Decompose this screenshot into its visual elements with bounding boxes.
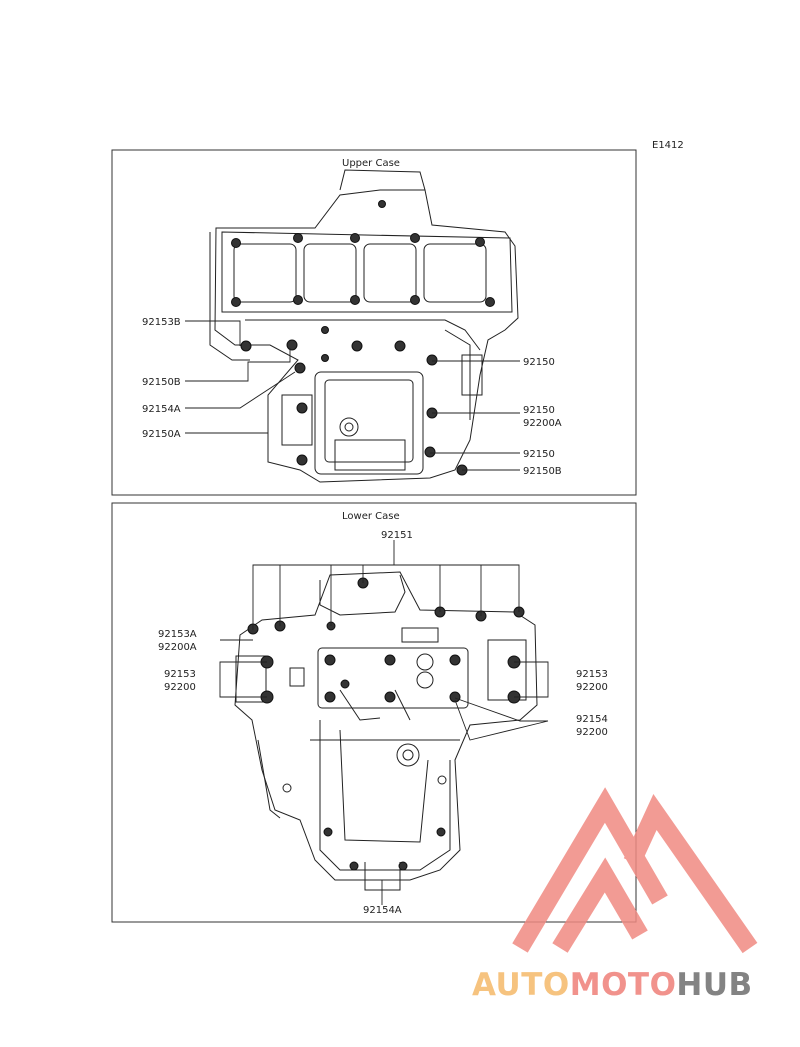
diagram-code: E1412: [652, 140, 684, 151]
upper-bolts: [231, 200, 495, 476]
upper-leader-lines: [185, 320, 520, 471]
lower-leader-lines: [219, 540, 549, 905]
upper-case-title: Upper Case: [342, 158, 400, 169]
callout-92200A-lower: 92200A: [158, 642, 197, 653]
lower-case-title: Lower Case: [342, 511, 400, 522]
callout-92150B-left: 92150B: [142, 377, 181, 388]
callout-92150B-right: 92150B: [523, 466, 562, 477]
watermark-moto: MOTO: [570, 967, 677, 1003]
callout-92153B: 92153B: [142, 317, 181, 328]
lower-crankcase-drawing: [234, 571, 538, 891]
lower-case-panel: Lower Case: [111, 502, 637, 923]
automotohub-watermark: AUTOMOTOHUB: [472, 787, 758, 1003]
callout-92151: 92151: [381, 530, 413, 541]
callout-92153-left: 92153: [164, 669, 196, 680]
callout-92153A: 92153A: [158, 629, 197, 640]
callout-92150-mid: 92150: [523, 405, 555, 416]
automotohub-logo-icon: [512, 787, 758, 954]
callout-92200A-mid: 92200A: [523, 418, 562, 429]
callout-92200-right2: 92200: [576, 727, 608, 738]
callout-92150-top: 92150: [523, 357, 555, 368]
callout-92200-right: 92200: [576, 682, 608, 693]
callout-92150A: 92150A: [142, 429, 181, 440]
callout-92150-low: 92150: [523, 449, 555, 460]
callout-92154: 92154: [576, 714, 608, 725]
callout-92154A-lower: 92154A: [363, 905, 402, 916]
callout-92154A-upper: 92154A: [142, 404, 181, 415]
upper-crankcase-drawing: [209, 169, 519, 483]
upper-case-panel: Upper Case: [111, 149, 637, 496]
watermark-auto: AUTO: [472, 967, 570, 1003]
callout-92200-left: 92200: [164, 682, 196, 693]
watermark-hub: HUB: [676, 967, 752, 1003]
svg-text:AUTOMOTOHUB: AUTOMOTOHUB: [472, 967, 753, 1003]
callout-92153-right: 92153: [576, 669, 608, 680]
